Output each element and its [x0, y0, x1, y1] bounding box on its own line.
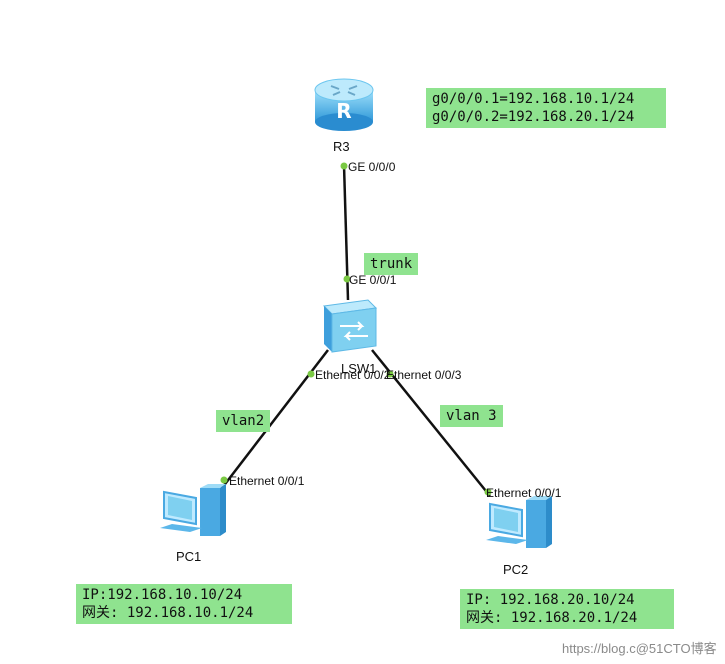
- vlan3-note: vlan 3: [440, 405, 503, 427]
- port-dot-lsw1-right: [386, 370, 394, 378]
- router-subinterface-1: g0/0/0.1=192.168.10.1/24: [432, 91, 635, 107]
- switch-port-up-label: GE 0/0/1: [349, 273, 397, 287]
- switch-name: LSW1: [341, 361, 377, 376]
- trunk-note: trunk: [364, 253, 419, 275]
- pc1-icon[interactable]: [158, 484, 226, 546]
- switch-icon[interactable]: [318, 298, 378, 358]
- port-dot-lsw1-up: [343, 275, 351, 283]
- router-port-label: GE 0/0/0: [348, 160, 396, 174]
- pc2-gateway: 网关: 192.168.20.1/24: [466, 610, 638, 626]
- pc1-gateway: 网关: 192.168.10.1/24: [82, 605, 254, 621]
- router-subinterface-2: g0/0/0.2=192.168.20.1/24: [432, 109, 635, 125]
- vlan2-note: vlan2: [216, 410, 271, 432]
- pc2-ip: IP: 192.168.20.10/24: [466, 592, 635, 608]
- port-dot-pc2: [484, 488, 492, 496]
- svg-text:R: R: [336, 99, 351, 123]
- pc2-name: PC2: [503, 562, 529, 577]
- pc1-name: PC1: [176, 549, 202, 564]
- port-dot-lsw1-left: [307, 370, 315, 378]
- pc1-ip: IP:192.168.10.10/24: [82, 587, 243, 603]
- pc2-ip-note: IP: 192.168.20.10/24 网关: 192.168.20.1/24: [460, 589, 674, 629]
- port-dot-pc1: [220, 476, 228, 484]
- pc2-port-label: Ethernet 0/0/1: [486, 486, 562, 500]
- router-name: R3: [333, 139, 350, 154]
- port-dot-r3: [340, 162, 348, 170]
- router-icon[interactable]: R: [313, 76, 375, 136]
- pc2-icon[interactable]: [484, 496, 552, 558]
- pc1-ip-note: IP:192.168.10.10/24 网关: 192.168.10.1/24: [76, 584, 292, 624]
- switch-port-right-label: Ethernet 0/0/3: [386, 368, 462, 382]
- router-subinterface-note: g0/0/0.1=192.168.10.1/24 g0/0/0.2=192.16…: [426, 88, 666, 128]
- pc1-port-label: Ethernet 0/0/1: [229, 474, 305, 488]
- switch-port-left-label: Ethernet 0/0/2: [315, 368, 391, 382]
- watermark-text: https://blog.c@51CTO博客: [562, 641, 717, 656]
